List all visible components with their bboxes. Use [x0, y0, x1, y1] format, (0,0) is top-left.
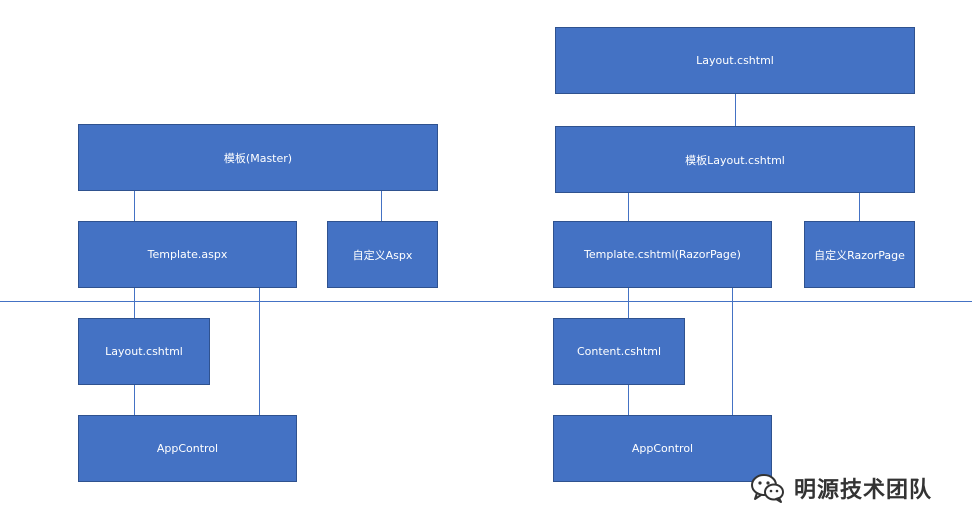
master-box: 模板(Master) [78, 124, 438, 191]
custom-razorpage-box: 自定义RazorPage [804, 221, 915, 288]
watermark-text: 明源技术团队 [794, 478, 933, 503]
layout-cshtml-label-top: Layout.cshtml [696, 54, 774, 67]
connector-template-layout [134, 287, 135, 318]
connector-master-custom-aspx [381, 190, 382, 221]
connector-template-page-appcontrol [732, 287, 733, 415]
content-cshtml-label: Content.cshtml [576, 345, 662, 358]
watermark: 明源技术团队 [750, 468, 932, 508]
template-razorpage-box: Template.cshtml(RazorPage) [553, 221, 772, 288]
connector-template-appcontrol [259, 287, 260, 415]
connector-template-layout-custom-razor [859, 192, 860, 221]
template-layout-label: 模板Layout.cshtml [685, 153, 785, 167]
layout-cshtml-label-left: Layout.cshtml [105, 345, 183, 358]
layout-cshtml-box-top: Layout.cshtml [555, 27, 915, 94]
separator-line [0, 301, 972, 302]
custom-aspx-label: 自定义Aspx [352, 248, 413, 262]
appcontrol-box-right: AppControl [553, 415, 772, 482]
wechat-icon [751, 474, 784, 503]
connector-layout-template-layout [735, 93, 736, 126]
appcontrol-label-left: AppControl [156, 442, 219, 455]
template-aspx-label: Template.aspx [147, 248, 228, 261]
connector-master-template [134, 190, 135, 221]
template-aspx-box: Template.aspx [78, 221, 297, 288]
custom-razorpage-label: 自定义RazorPage [814, 248, 905, 262]
custom-aspx-box: 自定义Aspx [327, 221, 438, 288]
connector-content-appcontrol [628, 384, 629, 415]
connector-template-page-content [628, 287, 629, 318]
layout-cshtml-box-left: Layout.cshtml [78, 318, 210, 385]
template-layout-box: 模板Layout.cshtml [555, 126, 915, 193]
connector-template-layout-template-page [628, 192, 629, 221]
connector-layout-appcontrol [134, 384, 135, 415]
template-razorpage-label: Template.cshtml(RazorPage) [584, 248, 741, 261]
appcontrol-box-left: AppControl [78, 415, 297, 482]
master-label: 模板(Master) [223, 151, 293, 165]
appcontrol-label-right: AppControl [631, 442, 694, 455]
content-cshtml-box: Content.cshtml [553, 318, 685, 385]
